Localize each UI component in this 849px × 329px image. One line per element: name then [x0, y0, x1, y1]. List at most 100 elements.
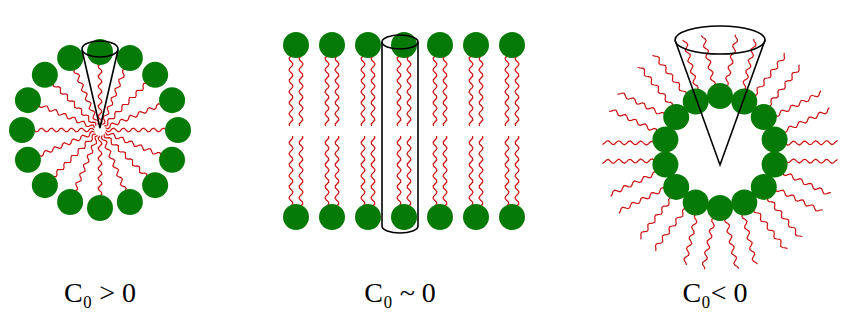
lipid-tail: [701, 36, 715, 87]
lipid-tail: [106, 104, 162, 129]
lipid-head: [731, 189, 757, 215]
lipid-tail: [641, 198, 673, 240]
lipid-tail: [39, 105, 95, 128]
lipid-tail: [443, 136, 447, 206]
lipid-head: [663, 174, 689, 200]
lipid-tail: [469, 136, 473, 206]
lipid-tail: [325, 136, 329, 206]
lipid-tail: [397, 136, 401, 206]
lipid-head: [762, 127, 788, 153]
lipid-head: [427, 204, 453, 230]
curvature-label: C₀< 0: [682, 278, 747, 309]
lipid-tail: [684, 214, 697, 265]
lipid-tail: [74, 69, 99, 125]
lipid-head: [355, 32, 381, 58]
shape-cone: [82, 50, 118, 128]
lipid-head: [463, 204, 489, 230]
lipid-tail: [619, 188, 665, 214]
lipid-tail: [102, 69, 125, 125]
lipid-head: [15, 87, 41, 113]
curvature-label: C₀ ~ 0: [364, 278, 436, 309]
lipid-tail: [617, 93, 665, 116]
lipid-head: [117, 45, 143, 71]
lipid-head: [707, 195, 733, 221]
curvature-label: C₀ > 0: [64, 278, 136, 309]
lipid-tail: [726, 35, 738, 87]
lipid-head: [499, 204, 525, 230]
lipid-tail: [407, 136, 411, 206]
lipid-tail: [106, 132, 162, 155]
lipid-head: [707, 83, 733, 109]
lipid-head: [142, 172, 168, 198]
lipid-tail: [783, 172, 831, 194]
lipid-head: [32, 172, 58, 198]
lipid-tail: [371, 136, 375, 206]
shape-cone: [82, 41, 118, 57]
lipid-head: [165, 117, 191, 143]
lipid-tail: [104, 134, 147, 177]
lipid-tail: [53, 134, 96, 177]
lipid-head: [683, 89, 709, 115]
lipid-tail: [39, 131, 95, 156]
lipid-head: [117, 189, 143, 215]
lipid-head: [463, 32, 489, 58]
lipid-tail: [75, 136, 98, 192]
lipid-tail: [289, 136, 293, 206]
lipid-head: [391, 204, 417, 230]
lipid-tail: [361, 56, 365, 126]
lipid-head: [283, 204, 309, 230]
lipid-tail: [98, 136, 102, 196]
lipid-tail: [98, 64, 102, 124]
lipid-tail: [299, 56, 303, 126]
lipid-head: [15, 147, 41, 173]
lipid-tail: [106, 128, 166, 132]
lipid-tail: [433, 136, 437, 206]
lipid-tail: [479, 136, 483, 206]
lipid-tail: [289, 56, 293, 126]
lipid-tail: [104, 83, 147, 126]
shape-cone: [675, 40, 765, 165]
lipid-head: [319, 204, 345, 230]
lipid-tail: [361, 136, 365, 206]
lipid-tail: [443, 56, 447, 126]
lipid-tail: [703, 218, 715, 270]
lipid-head: [57, 45, 83, 71]
shape-cylinder: [382, 42, 418, 233]
lipid-tail: [754, 209, 788, 249]
lipid-head: [762, 151, 788, 177]
lipid-tail: [515, 136, 519, 206]
lipid-tail: [371, 56, 375, 126]
lipid-head: [499, 32, 525, 58]
lipid-head: [319, 32, 345, 58]
lipid-head: [652, 151, 678, 177]
lipid-head: [9, 117, 35, 143]
lipid-tail: [602, 159, 654, 164]
lipid-tail: [783, 108, 829, 133]
lipid-tail: [407, 56, 411, 126]
lipid-head: [159, 87, 185, 113]
lipid-tail: [101, 136, 126, 192]
lipid-tail: [335, 56, 339, 126]
lipid-tail: [34, 128, 94, 132]
lipid-head: [283, 32, 309, 58]
lipid-tail: [325, 56, 329, 126]
shape-cylinder: [382, 35, 418, 49]
lipid-tail: [433, 56, 437, 126]
lipid-tail: [775, 188, 823, 211]
lipid-head: [355, 204, 381, 230]
lipid-head: [87, 195, 113, 221]
lipid-head: [427, 32, 453, 58]
lipid-tail: [609, 110, 657, 132]
lipid-tail: [299, 136, 303, 206]
lipid-tail: [768, 65, 800, 107]
lipid-tail: [397, 56, 401, 126]
lipid-tail: [611, 172, 657, 197]
lipid-head: [142, 62, 168, 88]
lipid-tail: [505, 136, 509, 206]
shape-cone: [675, 26, 765, 54]
lipid-tail: [469, 56, 473, 126]
lipid-head: [751, 104, 777, 130]
lipid-head: [652, 127, 678, 153]
lipid-tail: [602, 141, 654, 145]
lipid-tail: [53, 83, 96, 126]
